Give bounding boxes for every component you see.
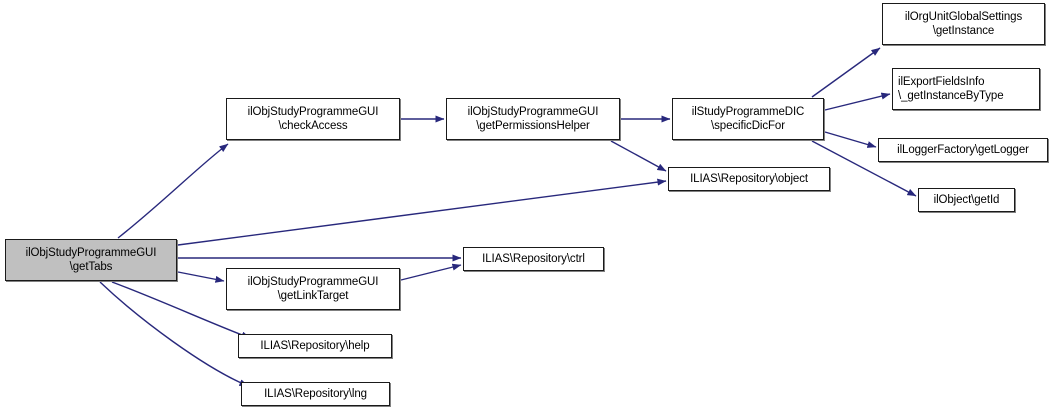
node-label: ILIAS\Repository\object <box>690 172 808 185</box>
node-label: ilObjStudyProgrammeGUI \getPermissionsHe… <box>467 105 599 133</box>
node-repoLng[interactable]: ILIAS\Repository\lng <box>241 382 390 406</box>
edge-specificDicFor-orgUnitGlobalSettings <box>811 47 881 98</box>
node-getTabs[interactable]: ilObjStudyProgrammeGUI \getTabs <box>5 239 177 281</box>
node-repoObject[interactable]: ILIAS\Repository\object <box>668 167 830 191</box>
node-label: ilLoggerFactory\getLogger <box>897 143 1029 156</box>
node-repoCtrl[interactable]: ILIAS\Repository\ctrl <box>463 247 604 271</box>
node-label: ilOrgUnitGlobalSettings \getInstance <box>904 10 1023 38</box>
node-label: ilObject\getId <box>933 193 1000 206</box>
edge-specificDicFor-exportFieldsInfo <box>824 92 891 111</box>
edge-getTabs-getLinkTarget <box>177 271 225 283</box>
node-loggerFactory[interactable]: ilLoggerFactory\getLogger <box>878 138 1048 162</box>
node-specificDicFor[interactable]: ilStudyProgrammeDIC \specificDicFor <box>672 98 824 140</box>
edge-specificDicFor-loggerFactory <box>824 131 877 148</box>
node-label: ILIAS\Repository\help <box>260 339 370 352</box>
node-getLinkTarget[interactable]: ilObjStudyProgrammeGUI \getLinkTarget <box>226 268 400 310</box>
edge-getTabs-repoObject <box>177 178 667 246</box>
node-getPermissionsHelper[interactable]: ilObjStudyProgrammeGUI \getPermissionsHe… <box>446 98 620 140</box>
node-label: ilObjStudyProgrammeGUI \getTabs <box>25 246 157 274</box>
node-label: ilStudyProgrammeDIC \specificDicFor <box>691 105 805 133</box>
node-label: ILIAS\Repository\lng <box>264 387 367 400</box>
node-label: ilObjStudyProgrammeGUI \checkAccess <box>247 105 379 133</box>
node-objectGetId[interactable]: ilObject\getId <box>918 188 1015 212</box>
node-label: ilExportFieldsInfo \_getInstanceByType <box>898 75 1004 103</box>
node-repoHelp[interactable]: ILIAS\Repository\help <box>238 334 392 358</box>
node-label: ilObjStudyProgrammeGUI \getLinkTarget <box>247 275 379 303</box>
edge-getTabs-checkAccess <box>117 143 229 239</box>
node-orgUnitGlobalSettings[interactable]: ilOrgUnitGlobalSettings \getInstance <box>882 3 1045 45</box>
node-checkAccess[interactable]: ilObjStudyProgrammeGUI \checkAccess <box>226 98 400 140</box>
node-label: ILIAS\Repository\ctrl <box>482 252 585 265</box>
node-exportFieldsInfo[interactable]: ilExportFieldsInfo \_getInstanceByType <box>892 68 1040 110</box>
edge-getPermissionsHelper-repoObject <box>610 140 667 172</box>
edge-getLinkTarget-repoCtrl <box>400 263 462 281</box>
